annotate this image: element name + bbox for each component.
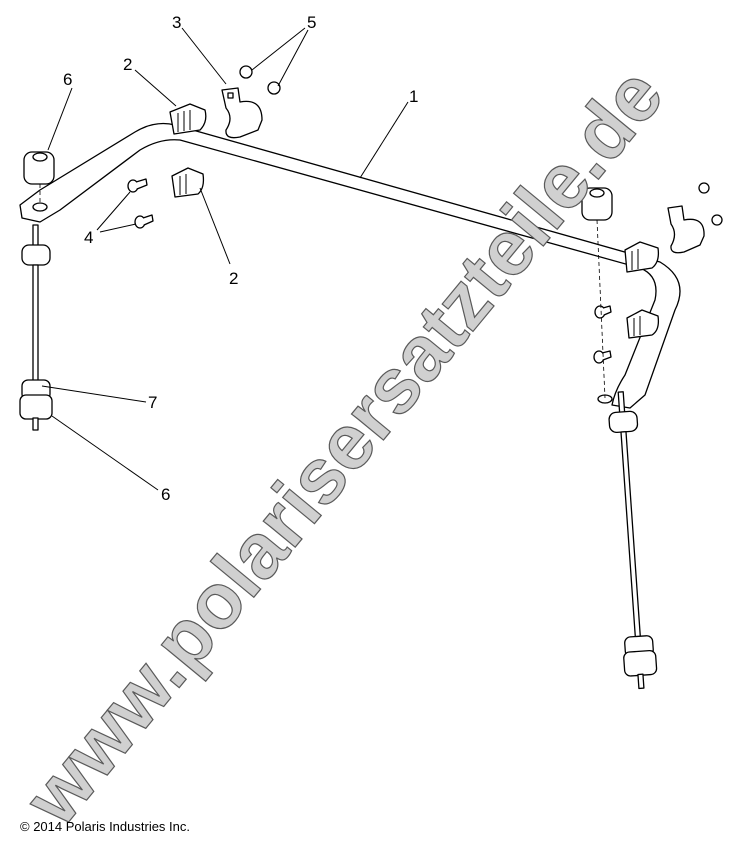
callout-1: 1 — [409, 87, 418, 106]
nut — [698, 182, 710, 194]
copyright: © 2014 Polaris Industries Inc. — [20, 819, 190, 834]
callout-6: 6 — [161, 485, 170, 504]
callout-7: 7 — [148, 393, 157, 412]
bracket-right — [667, 205, 705, 254]
bracket-left — [221, 87, 263, 139]
nut — [711, 214, 723, 226]
callout-6: 6 — [63, 70, 72, 89]
bolts — [127, 178, 612, 364]
leader-lines — [41, 27, 409, 491]
link-right — [608, 391, 658, 690]
nut — [267, 81, 281, 95]
bushing-lower-left — [171, 167, 205, 198]
callout-2: 2 — [123, 55, 132, 74]
callout-2: 2 — [229, 269, 238, 288]
link-left — [19, 224, 53, 431]
bushing-lower-right — [626, 309, 660, 339]
grommet-left — [23, 151, 55, 185]
callout-3: 3 — [172, 13, 181, 32]
bushing-upper-left — [169, 103, 207, 135]
bushing-upper-right — [624, 241, 660, 273]
callout-4: 4 — [84, 228, 93, 247]
bar-end-hole-left — [32, 202, 48, 212]
bracket-hole — [227, 92, 234, 99]
callout-5: 5 — [307, 13, 316, 32]
nut — [239, 65, 253, 79]
